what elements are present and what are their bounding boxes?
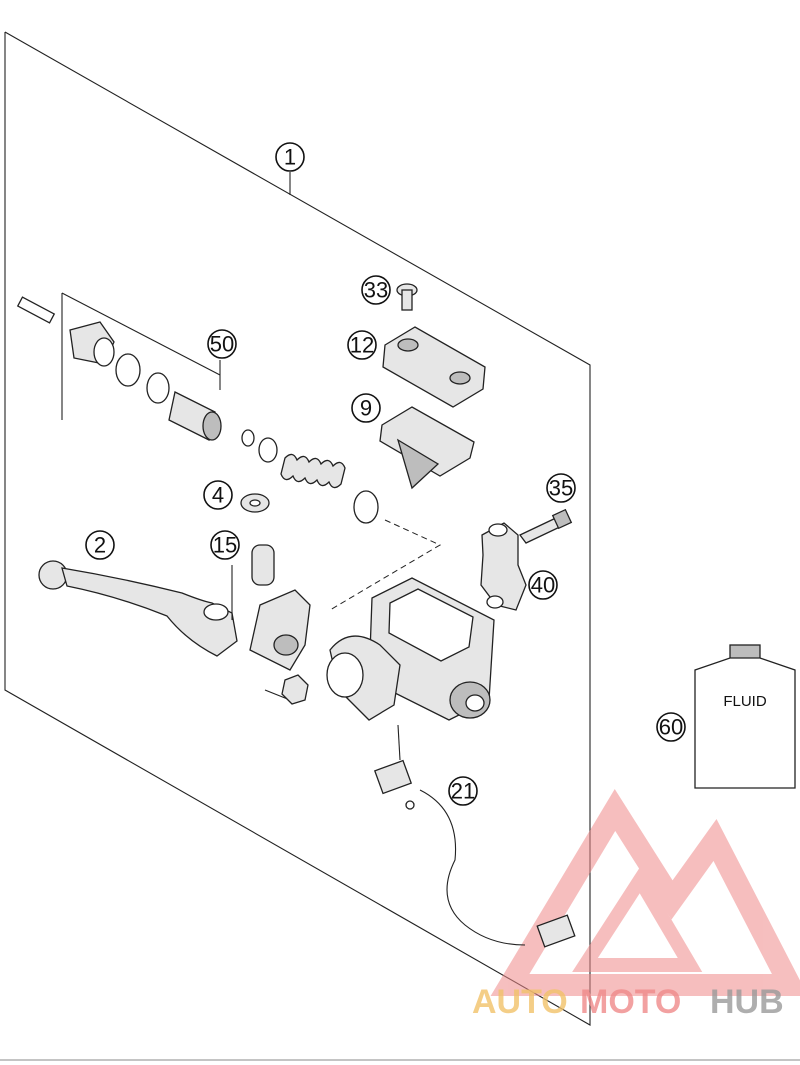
callout-35: 35 <box>546 473 576 503</box>
callout-label-4: 4 <box>212 483 224 508</box>
fluid-container <box>694 644 796 789</box>
callout-label-33: 33 <box>364 278 388 303</box>
fluid-label: FLUID <box>723 693 767 710</box>
callout-label-1: 1 <box>284 145 296 170</box>
watermark-hub: HUB <box>710 983 784 1021</box>
callout-1: 1 <box>275 142 305 172</box>
callout-50: 50 <box>207 329 237 359</box>
diaphragm <box>379 406 475 490</box>
callout-label-35: 35 <box>549 476 573 501</box>
callout-label-9: 9 <box>360 396 372 421</box>
callout-label-60: 60 <box>659 715 683 740</box>
watermark-logo <box>490 789 800 996</box>
callout-15: 15 <box>210 530 240 560</box>
callout-label-50: 50 <box>210 332 234 357</box>
bleed-bolt <box>519 508 573 544</box>
callout-21: 21 <box>448 776 478 806</box>
reservoir-cover <box>382 326 486 408</box>
piston-kit <box>16 292 442 611</box>
brake-lever <box>38 560 311 671</box>
callout-label-15: 15 <box>213 533 237 558</box>
watermark-auto: AUTO <box>472 983 568 1021</box>
watermark-moto: MOTO <box>580 983 681 1021</box>
callout-label-21: 21 <box>451 779 475 804</box>
callout-4: 4 <box>203 480 233 510</box>
callout-60: 60 <box>656 712 686 742</box>
callout-9: 9 <box>351 393 381 423</box>
master-cylinder-body <box>326 577 495 721</box>
assembly-frame <box>4 31 591 1026</box>
callout-label-2: 2 <box>94 533 106 558</box>
callout-40: 40 <box>528 570 558 600</box>
screw <box>396 283 418 311</box>
callout-33: 33 <box>361 275 391 305</box>
callout-2: 2 <box>85 530 115 560</box>
washer <box>240 493 270 513</box>
watermark-text: AUTO MOTO HUB <box>472 983 784 1021</box>
callout-12: 12 <box>347 330 377 360</box>
handlebar-clamp <box>480 522 527 611</box>
callout-label-12: 12 <box>350 333 374 358</box>
callout-label-40: 40 <box>531 573 555 598</box>
pivot-bolt <box>231 544 309 705</box>
brake-light-switch <box>373 724 576 948</box>
